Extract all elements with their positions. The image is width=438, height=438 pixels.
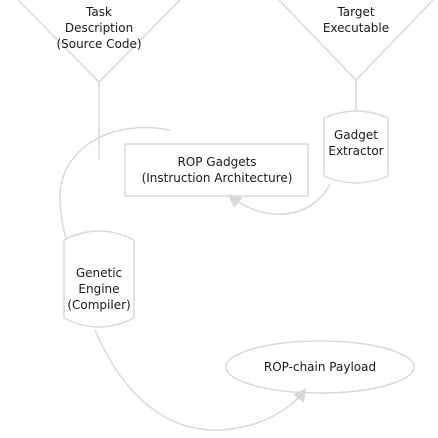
- target-executable-label: Target Executable: [296, 4, 416, 36]
- extractor-to-gadgets-arrow: [227, 183, 331, 215]
- rop-gadgets-box: [124, 143, 309, 197]
- rop-chain-payload-label: ROP-chain Payload: [240, 359, 400, 375]
- rop-gadgets-line-1: ROP Gadgets: [177, 155, 257, 169]
- rop-gadgets-line-2: (Instruction Architecture): [141, 171, 293, 185]
- gadget-extractor-line-2: Extractor: [328, 144, 384, 158]
- gadget-extractor-label: Gadget Extractor: [316, 127, 396, 159]
- rop-gadgets-label: ROP Gadgets (Instruction Architecture): [127, 154, 307, 186]
- target-executable-line-1: Target: [337, 5, 375, 19]
- genetic-engine-line-2: Engine: [78, 282, 120, 296]
- gadget-extractor-line-1: Gadget: [334, 128, 378, 142]
- task-description-line-3: (Source Code): [56, 37, 142, 51]
- engine-feedback-arc: [59, 126, 171, 239]
- task-description-line-1: Task: [86, 5, 112, 19]
- task-description-label: Task Description (Source Code): [39, 4, 159, 52]
- genetic-engine-line-3: (Compiler): [67, 298, 131, 312]
- genetic-engine-line-1: Genetic: [75, 266, 123, 280]
- gadget-extractor-cylinder: [323, 110, 389, 184]
- genetic-engine-cylinder: [63, 230, 135, 328]
- engine-to-payload-arrow: [94, 329, 307, 431]
- genetic-engine-label: Genetic Engine (Compiler): [54, 265, 144, 313]
- rop-chain-payload-line-1: ROP-chain Payload: [263, 360, 377, 374]
- rop-chain-payload-ellipse: [225, 340, 415, 394]
- target-executable-line-2: Executable: [322, 21, 390, 35]
- task-description-line-2: Description: [64, 21, 134, 35]
